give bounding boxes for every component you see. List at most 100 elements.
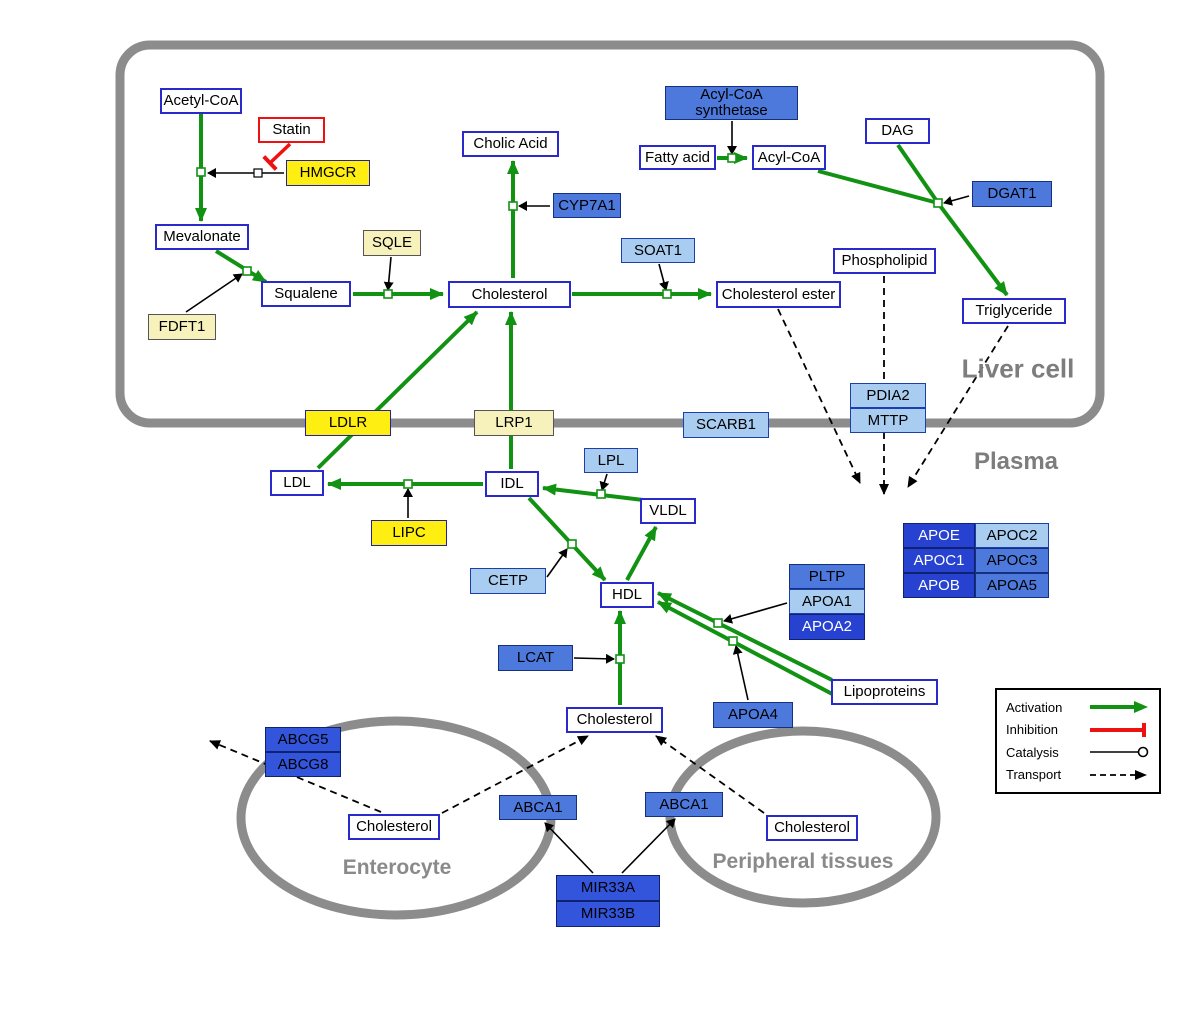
- node-apob[interactable]: APOB: [903, 573, 975, 598]
- edge-catalysis-30: [544, 822, 594, 874]
- node-pltp[interactable]: PLTP: [789, 564, 865, 589]
- edge-transport-32: [777, 308, 861, 484]
- edge-activation-1: [214, 249, 268, 284]
- node-statin[interactable]: Statin: [258, 117, 325, 143]
- inhibition-anchor: [253, 168, 263, 178]
- node-mevalonate[interactable]: Mevalonate: [155, 224, 249, 250]
- node-triglyceride[interactable]: Triglyceride: [962, 298, 1066, 324]
- liver-cell-label: Liver cell: [961, 353, 1075, 384]
- node-apoc1[interactable]: APOC1: [903, 548, 975, 573]
- reaction-anchor: [615, 654, 625, 664]
- edge-activation-13: [527, 496, 607, 582]
- node-abcg5[interactable]: ABCG5: [265, 727, 341, 752]
- edge-catalysis-28: [723, 602, 788, 624]
- plasma-label: Plasma: [973, 448, 1059, 475]
- legend-label-transport: Transport: [1006, 767, 1062, 783]
- reaction-anchor: [242, 266, 252, 276]
- node-mttp[interactable]: MTTP: [850, 408, 926, 433]
- edge-activation-plain-7: [896, 143, 938, 202]
- node-ldlr[interactable]: LDLR: [305, 410, 391, 436]
- peripheral-tissues-label: Peripheral tissues: [712, 850, 894, 873]
- edge-catalysis-21: [658, 263, 669, 291]
- node-vldl[interactable]: VLDL: [640, 498, 696, 524]
- edge-activation-12: [625, 526, 658, 581]
- node-soat1[interactable]: SOAT1: [621, 238, 695, 263]
- node-cetp[interactable]: CETP: [470, 568, 546, 594]
- node-ldl[interactable]: LDL: [270, 470, 324, 496]
- node-apoc2[interactable]: APOC2: [975, 523, 1049, 548]
- edge-catalysis-24: [599, 473, 610, 491]
- node-phospholipid[interactable]: Phospholipid: [833, 248, 936, 274]
- edge-catalysis-31: [621, 818, 676, 874]
- reaction-anchor: [596, 489, 606, 499]
- node-acetyl-coa[interactable]: Acetyl-CoA: [160, 88, 242, 114]
- legend: Activation Inhibition Catalysis Transpor…: [995, 688, 1161, 794]
- node-fatty-acid[interactable]: Fatty acid: [639, 145, 716, 170]
- reaction-anchor: [567, 539, 577, 549]
- edge-catalysis-19: [383, 256, 394, 291]
- legend-row-catalysis: Catalysis: [1006, 742, 1150, 762]
- transport-dashed-arrow-icon: [1090, 769, 1147, 780]
- reaction-anchor: [728, 636, 738, 646]
- legend-label-catalysis: Catalysis: [1006, 744, 1059, 760]
- node-fdft1[interactable]: FDFT1: [148, 314, 216, 340]
- node-idl[interactable]: IDL: [485, 471, 539, 497]
- node-mir33b[interactable]: MIR33B: [556, 901, 660, 927]
- node-apoa2[interactable]: APOA2: [789, 614, 865, 640]
- node-squalene[interactable]: Squalene: [261, 281, 351, 307]
- node-dag[interactable]: DAG: [865, 118, 930, 144]
- legend-row-transport: Transport: [1006, 765, 1150, 785]
- node-lcat[interactable]: LCAT: [498, 645, 573, 671]
- node-cholesterol-enterocyte[interactable]: Cholesterol: [348, 814, 440, 840]
- node-lipc[interactable]: LIPC: [371, 520, 447, 546]
- node-cholesterol-liver[interactable]: Cholesterol: [448, 281, 571, 308]
- node-lpl[interactable]: LPL: [584, 448, 638, 473]
- edge-inhibition-38: [262, 142, 292, 171]
- edge-catalysis-27: [573, 653, 615, 664]
- edge-activation-11: [542, 483, 644, 502]
- node-hdl[interactable]: HDL: [600, 582, 654, 608]
- node-apoc3[interactable]: APOC3: [975, 548, 1049, 573]
- node-cholesterol-ester[interactable]: Cholesterol ester: [716, 281, 841, 308]
- legend-row-inhibition: Inhibition: [1006, 720, 1150, 740]
- edge-catalysis-18: [185, 273, 243, 313]
- node-sqle[interactable]: SQLE: [363, 230, 421, 256]
- reaction-anchor: [508, 201, 518, 211]
- liver-cell-compartment: [115, 40, 1105, 428]
- node-acyl-coa[interactable]: Acyl-CoA: [752, 145, 826, 170]
- node-cyp7a1[interactable]: CYP7A1: [553, 193, 621, 218]
- node-scarb1[interactable]: SCARB1: [683, 412, 769, 438]
- node-acyl-coa-synthetase[interactable]: Acyl-CoA synthetase: [665, 86, 798, 120]
- node-hmgcr[interactable]: HMGCR: [286, 160, 370, 186]
- edge-activation-8: [316, 310, 479, 470]
- node-abcg8[interactable]: ABCG8: [265, 752, 341, 777]
- node-lipoproteins[interactable]: Lipoproteins: [831, 679, 938, 705]
- edge-transport-36: [441, 735, 589, 814]
- node-apoa1[interactable]: APOA1: [789, 589, 865, 614]
- node-apoe[interactable]: APOE: [903, 523, 975, 548]
- node-pdia2[interactable]: PDIA2: [850, 383, 926, 408]
- node-mir33a[interactable]: MIR33A: [556, 875, 660, 901]
- node-abca1-peripheral[interactable]: ABCA1: [645, 792, 723, 817]
- reaction-anchor: [933, 198, 943, 208]
- node-cholesterol-peripheral[interactable]: Cholesterol: [766, 815, 858, 841]
- node-apoa5[interactable]: APOA5: [975, 573, 1049, 598]
- edge-transport-35: [209, 740, 382, 813]
- reaction-anchor: [196, 167, 206, 177]
- edge-activation-15: [657, 591, 833, 682]
- node-abca1-enterocyte[interactable]: ABCA1: [499, 795, 577, 820]
- legend-label-inhibition: Inhibition: [1006, 722, 1059, 738]
- legend-label-activation: Activation: [1006, 699, 1063, 715]
- reaction-anchor: [713, 618, 723, 628]
- node-dgat1[interactable]: DGAT1: [972, 181, 1052, 207]
- catalysis-circle-icon: [1090, 747, 1149, 758]
- edge-catalysis-29: [732, 645, 749, 701]
- reaction-anchor: [403, 479, 413, 489]
- node-lrp1[interactable]: LRP1: [474, 410, 554, 436]
- node-cholic-acid[interactable]: Cholic Acid: [462, 131, 559, 157]
- node-apoa4[interactable]: APOA4: [713, 702, 793, 728]
- edge-transport-34: [907, 325, 1009, 488]
- node-cholesterol-plasma[interactable]: Cholesterol: [566, 707, 663, 733]
